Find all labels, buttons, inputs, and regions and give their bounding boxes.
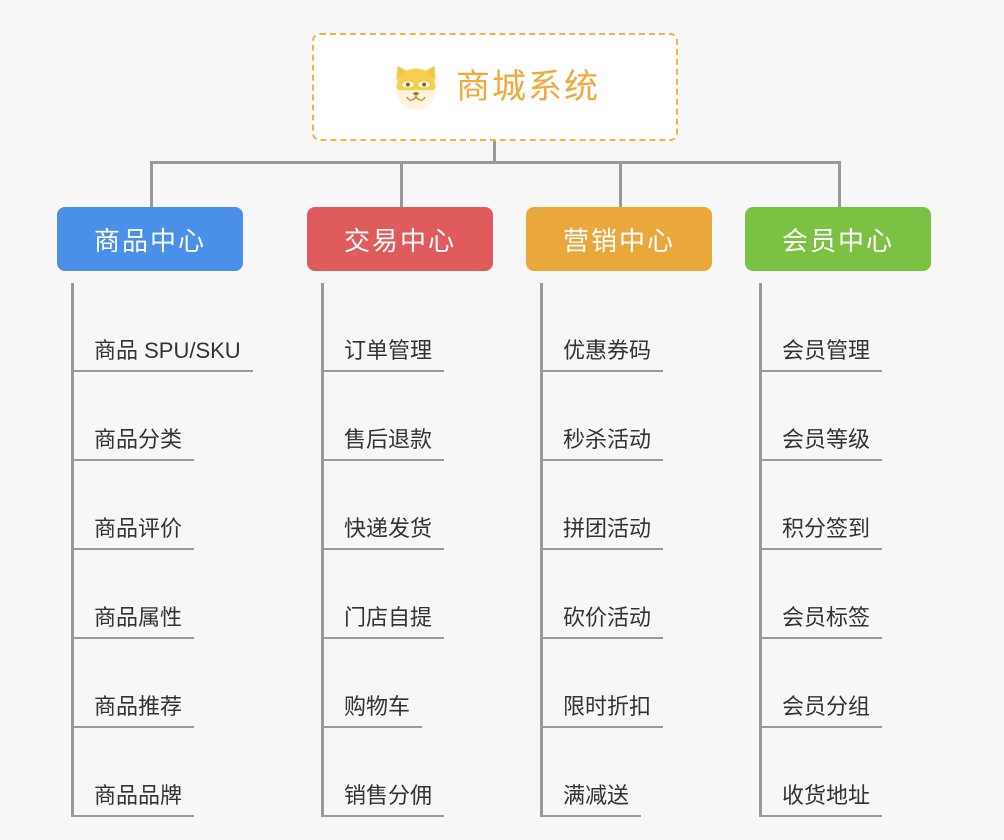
list-item[interactable]: 会员管理 [760, 283, 931, 372]
list-item[interactable]: 售后退款 [322, 372, 493, 461]
connector-drop-1 [150, 161, 153, 209]
connector-drop-2 [400, 161, 403, 209]
list-item[interactable]: 商品评价 [72, 461, 243, 550]
list-item[interactable]: 商品 SPU/SKU [72, 283, 253, 372]
leaf-label: 优惠券码 [541, 338, 664, 372]
connector-drop-3 [619, 161, 622, 209]
category-box-4[interactable]: 会员中心 [745, 207, 931, 271]
leaf-label: 售后退款 [322, 427, 445, 461]
list-item[interactable]: 会员标签 [760, 550, 931, 639]
leaf-label: 订单管理 [322, 338, 445, 372]
leaf-spine-4 [759, 283, 762, 817]
list-item[interactable]: 商品推荐 [72, 639, 243, 728]
list-item[interactable]: 收货地址 [760, 728, 931, 817]
list-item[interactable]: 拼团活动 [541, 461, 712, 550]
leaf-label: 商品属性 [72, 605, 195, 639]
list-item[interactable]: 积分签到 [760, 461, 931, 550]
list-item[interactable]: 商品品牌 [72, 728, 243, 817]
leaf-label: 收货地址 [760, 783, 883, 817]
leaf-label: 积分签到 [760, 516, 883, 550]
leaf-spine-1 [71, 283, 74, 817]
leaf-label: 会员管理 [760, 338, 883, 372]
leaf-label: 购物车 [322, 694, 423, 728]
leaf-label: 商品分类 [72, 427, 195, 461]
leaf-spine-3 [540, 283, 543, 817]
leaf-label: 会员分组 [760, 694, 883, 728]
root-title: 商城系统 [456, 68, 600, 106]
category-label-2: 交易中心 [343, 225, 456, 256]
list-item[interactable]: 会员等级 [760, 372, 931, 461]
branch-column-4: 会员中心 会员管理 会员等级 积分签到 会员标签 会员分组 收货地址 [745, 207, 931, 817]
list-item[interactable]: 秒杀活动 [541, 372, 712, 461]
list-item[interactable]: 优惠券码 [541, 283, 712, 372]
list-item[interactable]: 砍价活动 [541, 550, 712, 639]
category-box-2[interactable]: 交易中心 [307, 207, 493, 271]
leaf-label: 快递发货 [322, 516, 445, 550]
connector-drop-4 [838, 161, 841, 209]
shiba-inu-icon [390, 61, 442, 113]
list-item[interactable]: 满减送 [541, 728, 712, 817]
list-item[interactable]: 门店自提 [322, 550, 493, 639]
leaf-spine-2 [321, 283, 324, 817]
leaf-list-4: 会员管理 会员等级 积分签到 会员标签 会员分组 收货地址 [745, 283, 931, 817]
leaf-label: 满减送 [541, 783, 642, 817]
leaf-list-3: 优惠券码 秒杀活动 拼团活动 砍价活动 限时折扣 满减送 [526, 283, 712, 817]
branch-column-3: 营销中心 优惠券码 秒杀活动 拼团活动 砍价活动 限时折扣 满减送 [526, 207, 712, 817]
leaf-label: 销售分佣 [322, 783, 445, 817]
list-item[interactable]: 快递发货 [322, 461, 493, 550]
leaf-label: 商品品牌 [72, 783, 195, 817]
category-label-3: 营销中心 [562, 225, 675, 256]
leaf-label: 会员标签 [760, 605, 883, 639]
list-item[interactable]: 商品分类 [72, 372, 243, 461]
leaf-list-2: 订单管理 售后退款 快递发货 门店自提 购物车 销售分佣 [307, 283, 493, 817]
list-item[interactable]: 会员分组 [760, 639, 931, 728]
leaf-label: 商品推荐 [72, 694, 195, 728]
leaf-list-1: 商品 SPU/SKU 商品分类 商品评价 商品属性 商品推荐 商品品牌 [57, 283, 253, 817]
list-item[interactable]: 限时折扣 [541, 639, 712, 728]
leaf-label: 商品 SPU/SKU [72, 338, 253, 372]
leaf-label: 拼团活动 [541, 516, 664, 550]
category-label-4: 会员中心 [781, 225, 894, 256]
list-item[interactable]: 商品属性 [72, 550, 243, 639]
leaf-label: 限时折扣 [541, 694, 664, 728]
category-box-1[interactable]: 商品中心 [57, 207, 243, 271]
list-item[interactable]: 购物车 [322, 639, 493, 728]
leaf-label: 秒杀活动 [541, 427, 664, 461]
leaf-label: 门店自提 [322, 605, 445, 639]
category-box-3[interactable]: 营销中心 [526, 207, 712, 271]
leaf-label: 商品评价 [72, 516, 195, 550]
connector-root-stem [493, 141, 496, 163]
root-node[interactable]: 商城系统 [312, 33, 678, 141]
list-item[interactable]: 订单管理 [322, 283, 493, 372]
leaf-label: 会员等级 [760, 427, 883, 461]
branch-column-1: 商品中心 商品 SPU/SKU 商品分类 商品评价 商品属性 商品推荐 商品品牌 [57, 207, 253, 817]
leaf-label: 砍价活动 [541, 605, 664, 639]
connector-horizontal-bus [150, 161, 841, 164]
category-label-1: 商品中心 [93, 225, 206, 256]
branch-column-2: 交易中心 订单管理 售后退款 快递发货 门店自提 购物车 销售分佣 [307, 207, 493, 817]
list-item[interactable]: 销售分佣 [322, 728, 493, 817]
